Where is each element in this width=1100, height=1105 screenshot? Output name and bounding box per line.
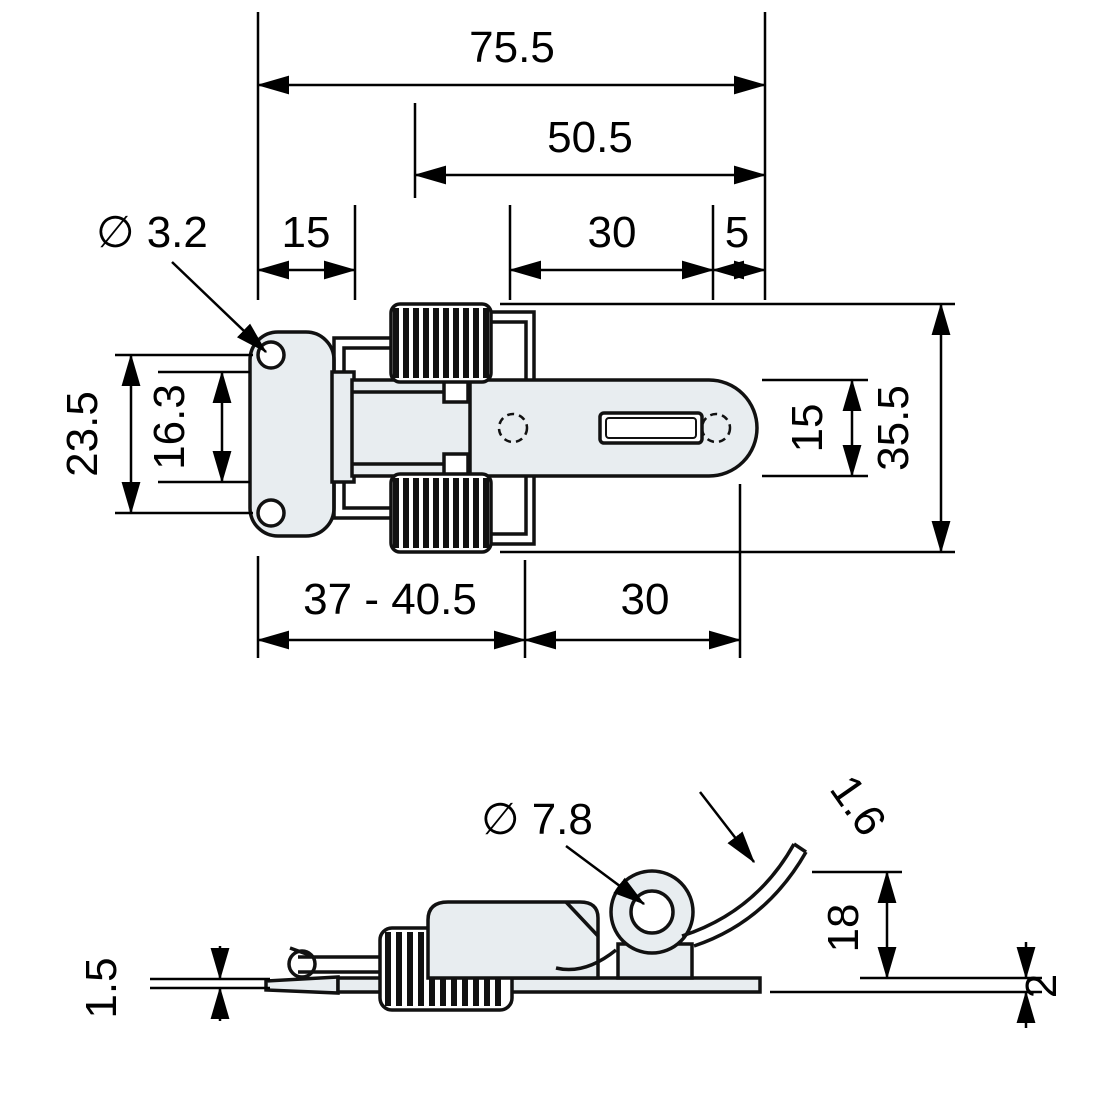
dim-height-35-5: 35.5 — [869, 302, 951, 554]
extension-lines — [115, 12, 955, 658]
dim-label-30-top: 30 — [588, 208, 637, 257]
dim-label-37-40-5: 37 - 40.5 — [303, 575, 477, 624]
hidden-hole-right — [700, 412, 732, 444]
top-view: 75.5 50.5 15 30 5 ∅ 3.2 — [58, 12, 955, 658]
eye-to-pivot-wire — [555, 948, 618, 972]
top-view-dimensions: 75.5 50.5 15 30 5 ∅ 3.2 — [58, 12, 955, 658]
dim-height-23-5: 23.5 — [58, 353, 141, 515]
dim-label-75-5: 75.5 — [469, 23, 555, 72]
dim-label-1-5: 1.5 — [77, 957, 126, 1018]
dim-label-15-top: 15 — [282, 208, 331, 257]
dim-eye-diameter: ∅ 7.8 — [481, 795, 646, 906]
top-spring-coil — [389, 302, 493, 384]
top-view-geometry — [248, 302, 759, 554]
dim-label-5: 5 — [725, 208, 749, 257]
dim-height-15-right: 15 — [783, 378, 862, 478]
lever-body-side — [426, 900, 600, 980]
dim-width-5: 5 — [711, 208, 767, 280]
dim-base-length: 37 - 40.5 — [256, 575, 527, 650]
latch-tongue — [264, 975, 340, 995]
catch-slot — [598, 411, 704, 445]
bottom-spring-coil — [389, 472, 493, 554]
dim-label-23-5: 23.5 — [58, 391, 107, 477]
wire-end — [681, 842, 808, 948]
dim-label-50-5: 50.5 — [547, 113, 633, 162]
dim-hole-diameter: ∅ 3.2 — [96, 208, 267, 353]
dim-thickness-1-5: 1.5 — [77, 946, 230, 1021]
dim-height-18: 18 — [819, 870, 897, 980]
dim-label-18: 18 — [819, 904, 868, 953]
dim-label-1-6: 1.6 — [820, 767, 895, 845]
side-view: ∅ 7.8 1.6 18 2 1.5 — [77, 767, 1066, 1028]
wire-eye-hole — [629, 889, 675, 935]
screw-hole-bottom — [256, 498, 286, 528]
dim-label-35-5: 35.5 — [869, 385, 918, 471]
dim-label-7-8: ∅ 7.8 — [481, 795, 593, 844]
dim-label-2: 2 — [1017, 974, 1066, 998]
dim-width-15: 15 — [256, 208, 357, 280]
dim-width-30-top: 30 — [508, 208, 715, 280]
hidden-hole-left — [497, 412, 529, 444]
dim-label-hole-dia: ∅ 3.2 — [96, 208, 208, 257]
catch-slot-inner — [605, 417, 697, 439]
screw-hole-top — [256, 340, 286, 370]
catch-lever-body — [350, 378, 759, 478]
side-extension-lines — [150, 870, 1042, 994]
side-view-geometry — [264, 842, 808, 1012]
dim-width-50-5: 50.5 — [413, 113, 767, 185]
dim-thickness-2: 2 — [1016, 942, 1066, 1028]
lever-bevel — [564, 900, 600, 938]
dim-width-30-bottom: 30 — [523, 575, 742, 650]
dim-label-15-right: 15 — [783, 404, 832, 453]
spring-hooks — [332, 310, 536, 546]
dim-overall-width: 75.5 — [256, 23, 767, 95]
dim-label-16-3: 16.3 — [145, 384, 194, 470]
dim-label-30-bottom: 30 — [621, 575, 670, 624]
dim-height-16-3: 16.3 — [145, 370, 232, 484]
